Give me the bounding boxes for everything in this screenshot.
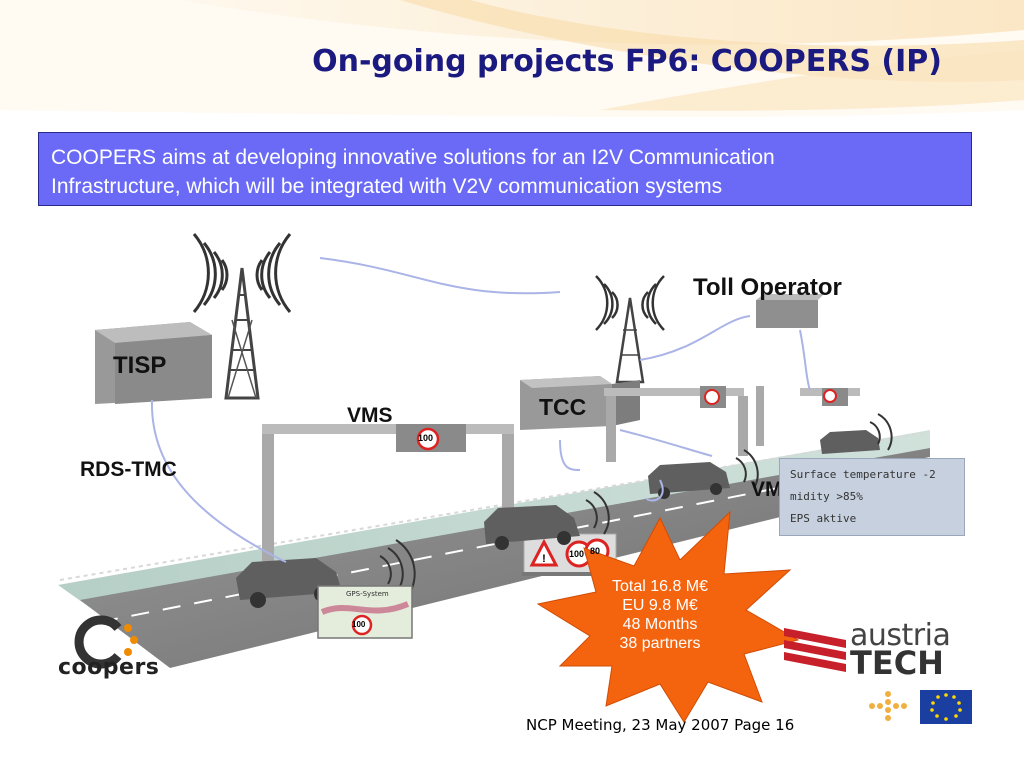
info-panel-line: Surface temperature -2 xyxy=(790,468,936,481)
starburst-eu: EU 9.8 M€ xyxy=(622,597,698,614)
car-icon xyxy=(484,505,580,550)
gps-device xyxy=(317,585,413,639)
vms-label: VMS xyxy=(347,404,393,427)
road-info-panel: Surface temperature -2 midity >85% EPS a… xyxy=(779,458,965,536)
radio-tower-icon xyxy=(595,275,665,384)
vms-gantry xyxy=(262,424,514,578)
gps-speed-sign-text: 100 xyxy=(352,620,366,629)
roadside-sign-value: 80 xyxy=(590,546,601,556)
dotted-cross-logo xyxy=(869,691,907,721)
intro-line-2: Infrastructure, which will be integrated… xyxy=(51,175,723,198)
radio-tower-icon xyxy=(192,233,292,400)
svg-text:!: ! xyxy=(542,553,546,565)
austriatech-logo-text-tech: TECH xyxy=(850,644,944,682)
starburst-text: Total 16.8 M€ EU 9.8 M€ 48 Months 38 par… xyxy=(560,577,760,653)
starburst-months: 48 Months xyxy=(622,616,698,633)
coopers-logo-icon xyxy=(74,615,138,669)
slide-footer: NCP Meeting, 23 May 2007 Page 16 xyxy=(526,716,795,734)
gps-system-label: GPS-System xyxy=(346,590,389,598)
starburst-shape xyxy=(536,510,800,723)
austriatech-logo-text-austria: austria xyxy=(850,618,951,653)
speed-limit-sign-text: 100 xyxy=(418,433,434,443)
tisp-label: TISP xyxy=(113,352,167,379)
tisp-building xyxy=(95,322,212,404)
slide-title: On-going projects FP6: COOPERS (IP) xyxy=(312,44,942,79)
intro-box: COOPERS aims at developing innovative so… xyxy=(38,132,972,206)
rds-tmc-label: RDS-TMC xyxy=(80,458,177,481)
car-icon xyxy=(820,430,880,454)
info-panel-line: midity >85% xyxy=(790,490,863,503)
info-panel-line: EPS aktive xyxy=(790,512,857,525)
connection-arrows xyxy=(150,257,811,563)
eu-flag-icon xyxy=(920,690,972,724)
starburst-partners: 38 partners xyxy=(619,635,701,652)
coopers-logo-text: coopers xyxy=(58,655,160,680)
starburst-total: Total 16.8 M€ xyxy=(611,578,709,595)
toll-operator-building xyxy=(756,294,824,328)
roadside-sign-value: 100 xyxy=(569,549,585,559)
austriatech-logo-icon xyxy=(784,628,846,672)
tcc-building xyxy=(520,376,640,430)
vms-gantry xyxy=(604,386,860,462)
toll-operator-label: Toll Operator xyxy=(693,274,842,301)
tcc-label: TCC xyxy=(539,394,587,420)
intro-line-1: COOPERS aims at developing innovative so… xyxy=(51,146,775,169)
